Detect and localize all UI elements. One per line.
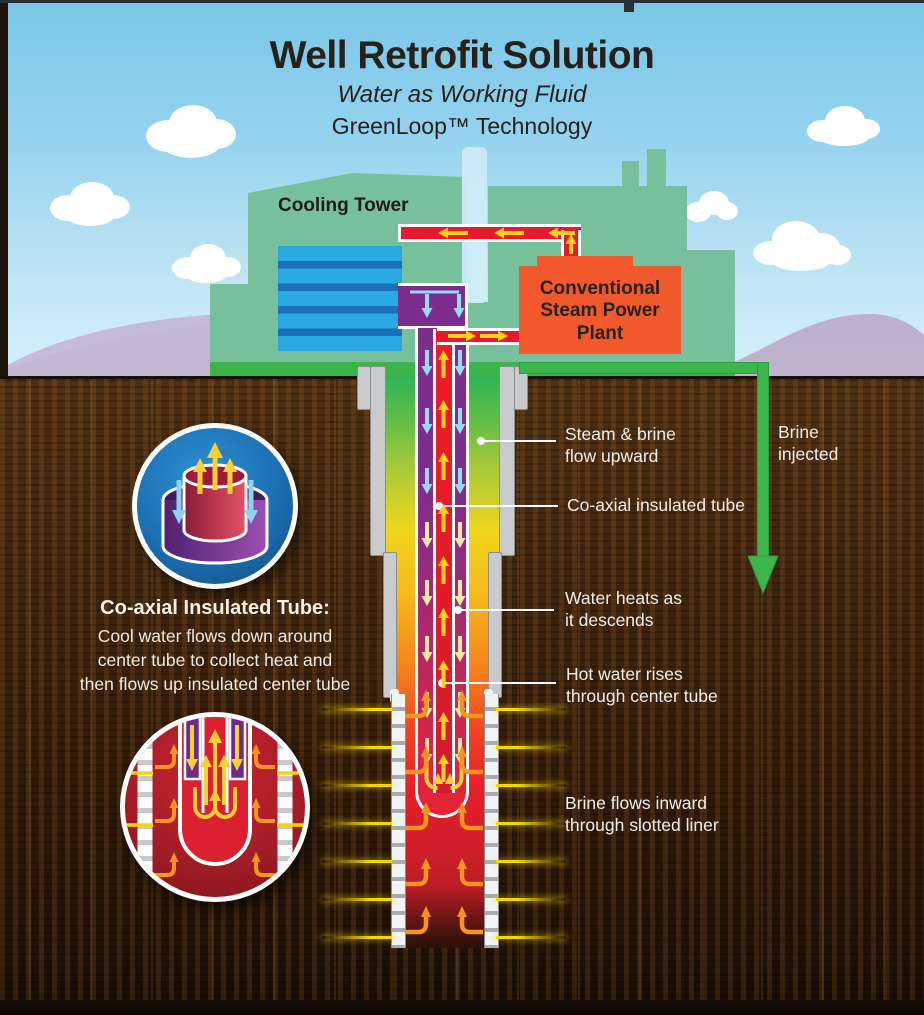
arrow-head — [169, 852, 179, 862]
steam-power-plant-roof-step — [537, 256, 633, 268]
cooling-tower — [278, 246, 402, 351]
hot-water-pipe-corner — [437, 331, 452, 342]
title-block: Well Retrofit Solution Water as Working … — [0, 34, 924, 140]
brine-pipe-horizontal — [519, 362, 769, 374]
brine-inflow-line — [322, 936, 392, 939]
brine-inflow-line — [496, 936, 566, 939]
steam-power-plant-label: Conventional Steam Power Plant — [539, 278, 661, 344]
arrow-head — [251, 798, 261, 808]
label-water-heats: Water heats as it descends — [565, 588, 683, 631]
steam-power-plant — [519, 266, 681, 354]
arrow-head — [251, 744, 261, 754]
curved-inflow-arrow-icon — [155, 752, 176, 769]
label-brine-injected: Brine injected — [778, 422, 839, 465]
slotted-liner-left — [391, 694, 406, 948]
left-edge-strip — [0, 0, 8, 376]
brine-inflow-line — [322, 860, 392, 863]
label-hot-water-rises: Hot water rises through center tube — [566, 664, 718, 707]
down-arrow-icon — [186, 725, 243, 771]
brine-inflow-line — [322, 746, 392, 749]
steam-pipe-corner — [564, 227, 578, 240]
arrow-head — [169, 798, 179, 808]
well-bottom-closeup-art — [125, 717, 305, 897]
footer-band — [0, 1000, 924, 1015]
curved-inflow-arrow-icon — [155, 860, 176, 877]
brine-inflow-line — [496, 860, 566, 863]
arrow-head — [169, 744, 179, 754]
coaxial-tube-cutaway-inset — [132, 423, 298, 589]
arrow-head — [251, 852, 261, 862]
coaxial-center-tube — [433, 329, 455, 793]
steam-pipe-horizontal — [398, 224, 581, 242]
brine-inflow-line — [496, 822, 566, 825]
brine-inflow-line — [322, 708, 392, 711]
brine-inflow-line — [496, 784, 566, 787]
page-title: Well Retrofit Solution — [269, 34, 655, 77]
brine-pipe-vertical — [757, 362, 769, 558]
casing-right-mid — [488, 552, 502, 698]
label-steam-brine-upward: Steam & brine flow upward — [565, 424, 676, 467]
slotted-liner-right — [484, 694, 499, 948]
coaxial-tube-cutaway-art — [161, 442, 269, 565]
casing-left-outer — [357, 366, 371, 410]
casing-right-inner — [499, 366, 515, 556]
u-turn-arrow-icon — [193, 787, 237, 819]
well-bottom-closeup-inset — [120, 712, 310, 902]
inset-description: Cool water flows down around center tube… — [79, 626, 351, 695]
technology-line: GreenLoop™ Technology — [331, 113, 593, 139]
top-edge-strip — [0, 0, 924, 3]
curved-inflow-arrow-icon — [155, 806, 176, 823]
casing-left-mid — [383, 552, 397, 698]
up-arrow-icon — [193, 442, 237, 494]
brine-inflow-line — [322, 784, 392, 787]
brine-inflow-line — [496, 746, 566, 749]
brine-inflow-line — [322, 822, 392, 825]
brine-inflow-line — [322, 898, 392, 901]
top-edge-notch — [624, 0, 634, 12]
label-coaxial-tube: Co-axial insulated tube — [567, 495, 746, 515]
brine-inflow-line — [496, 898, 566, 901]
curved-inflow-arrow-icon — [254, 860, 275, 877]
curved-inflow-arrow-icon — [254, 806, 275, 823]
brine-inflow-line — [496, 708, 566, 711]
down-arrow-icon — [172, 480, 258, 524]
u-turn-arrow-heads — [209, 789, 221, 801]
cooling-tower-label: Cooling Tower — [278, 195, 409, 216]
casing-left-inner — [370, 366, 386, 556]
label-brine-inward: Brine flows inward through slotted liner — [565, 793, 719, 836]
inset-heading: Co-axial Insulated Tube: — [100, 597, 330, 619]
page-subtitle: Water as Working Fluid — [337, 81, 587, 108]
cool-water-downcomer-manifold — [398, 283, 468, 329]
curved-inflow-arrow-icon — [254, 752, 275, 769]
